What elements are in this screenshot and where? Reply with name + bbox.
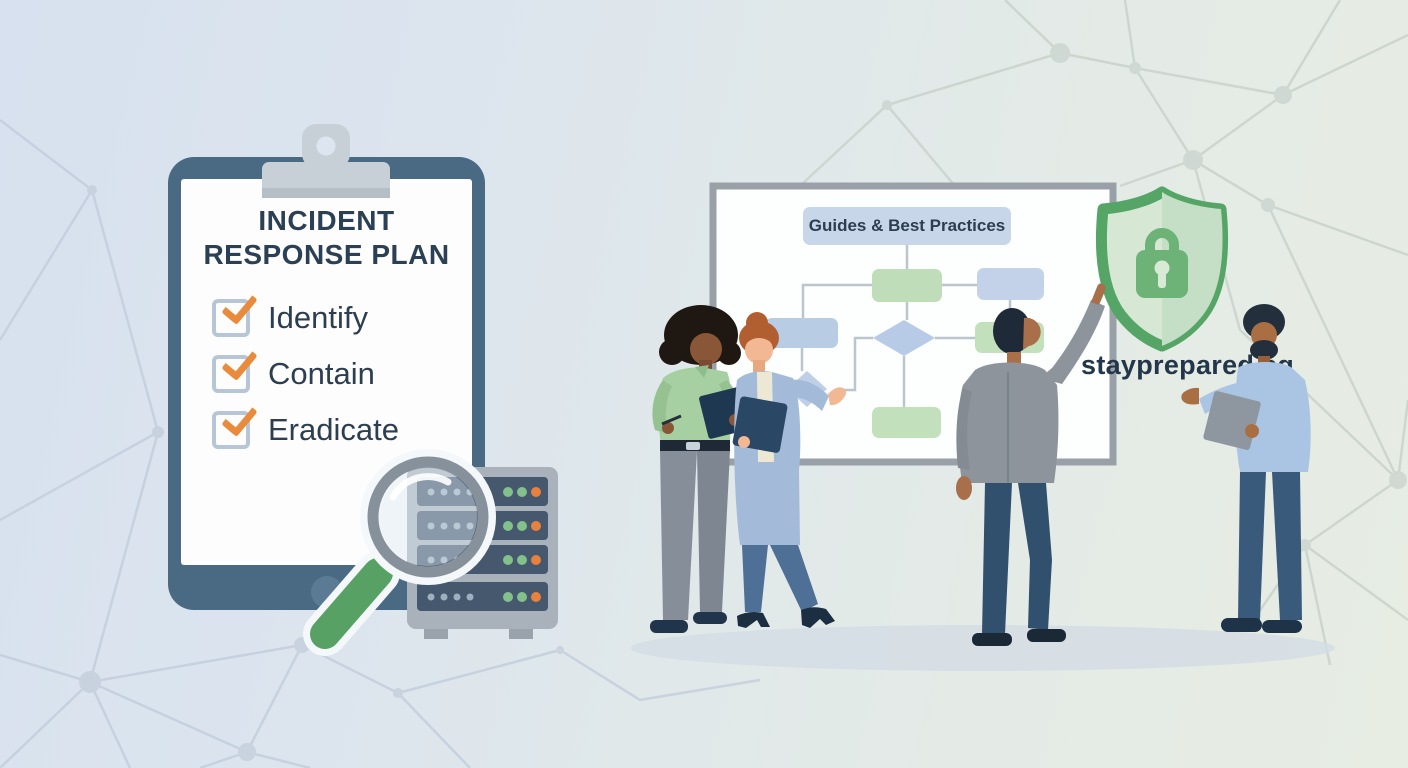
flow-node-green-bottom [872,407,941,438]
flow-node-green-right [975,322,1044,353]
person-man-gray [956,283,1106,646]
clipboard-clip [262,124,390,198]
flow-node-diamond [873,320,935,356]
checkmark-icon [221,398,258,438]
server-vent-dots [427,488,474,601]
flowchart-diagram [765,245,1044,438]
brand-text: stayprepared.sg [1081,350,1295,380]
flow-node-blue-right [977,268,1044,300]
shield-lock-icon [1095,186,1229,352]
checklist-label: Contain [268,356,375,391]
magnifying-glass-icon [303,449,496,656]
clipboard-title: INCIDENT RESPONSE PLAN [181,204,472,272]
person-woman-blue [732,312,847,628]
lock-icon [1136,228,1188,298]
home-button [311,576,343,608]
person-woman-green [650,305,757,633]
checklist-label: Identify [268,300,368,335]
clipboard-title-line2: RESPONSE PLAN [203,239,450,270]
checkbox-icon [212,398,258,449]
clipboard-title-line1: INCIDENT [258,205,395,236]
network-pattern-right [799,0,1408,666]
ground-shadow [631,625,1335,671]
server-led-lights [503,487,541,602]
server-rack-icon [407,467,558,639]
checkmark-icon [221,286,258,326]
flow-node-blue-left [765,318,838,348]
flow-node-green-top [872,269,942,302]
flow-node-diamond-small [787,371,827,407]
checklist-label: Eradicate [268,412,399,447]
checkmark-icon [221,342,258,382]
checkbox-icon [212,286,258,337]
whiteboard-label: Guides & Best Practices [803,207,1011,245]
checkbox-icon [212,342,258,393]
